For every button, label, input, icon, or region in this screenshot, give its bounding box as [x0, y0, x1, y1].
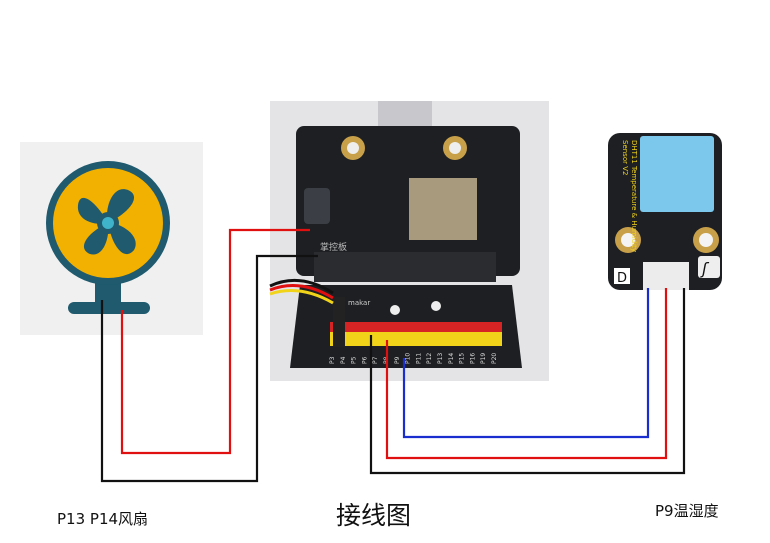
- fan-black-wire: [100, 254, 318, 483]
- sensor-red-wire: [385, 288, 668, 460]
- pin-label: P4: [340, 356, 347, 364]
- pin-label: P12: [426, 353, 433, 364]
- pin-label: P19: [480, 353, 487, 364]
- sensor-blue-wire: [402, 288, 650, 439]
- pin-label: P9: [394, 356, 401, 364]
- pin-label: P3: [329, 356, 336, 364]
- fan-pin-label: P13 P14风扇: [57, 510, 149, 528]
- pin-label: P6: [361, 356, 368, 364]
- wires: [100, 228, 686, 483]
- pin-label: P11: [415, 353, 422, 364]
- dfrobot-logo-icon: ʃ: [700, 259, 710, 278]
- sensor-type-badge: D: [617, 271, 627, 286]
- pin-label: P15: [459, 353, 466, 364]
- pin-label: P16: [469, 353, 476, 364]
- pin-label: P7: [372, 356, 379, 364]
- pin-label: P14: [448, 353, 455, 364]
- pin-label: P13: [437, 353, 444, 364]
- fan-red-wire: [120, 228, 310, 455]
- pin-label: P5: [351, 356, 358, 364]
- fan-image: [20, 142, 203, 335]
- diagram-title: 接线图: [336, 501, 412, 530]
- board-brand-text: makar: [348, 299, 370, 307]
- dht11-sensor-image: ʃ D: [608, 133, 722, 290]
- sensor-pin-label: P9温湿度: [655, 502, 719, 520]
- board-logo-text: 掌控板: [320, 241, 347, 253]
- pin-label: P20: [491, 353, 498, 364]
- pin-label: P10: [405, 353, 412, 364]
- sensor-name-text: DHT11 Temperature & Humidity Sensor V2: [621, 140, 638, 253]
- sensor-black-wire: [369, 288, 686, 475]
